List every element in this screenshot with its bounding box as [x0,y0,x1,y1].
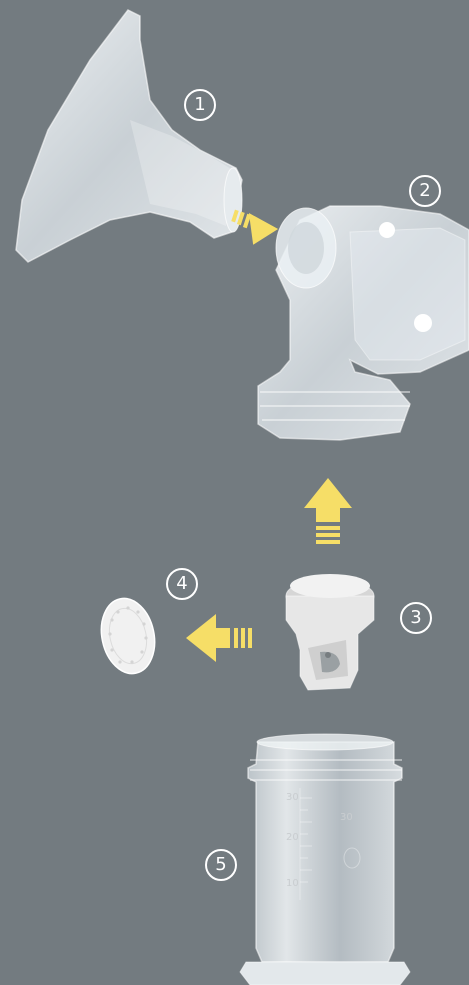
part-number-badge: 1 [184,89,216,121]
bottle-tick-label: 30 [286,792,299,803]
connector [258,206,469,440]
part-number-badge: 3 [400,602,432,634]
bottle-tick-label: 30 [340,812,353,823]
part-number-badge: 4 [166,568,198,600]
bottle-tick-label: 10 [286,878,299,889]
breast-shield [16,10,242,262]
bottle-tick-label: 20 [286,832,299,843]
part-number-badge: 5 [205,849,237,881]
bottle: 30 30 20 10 [240,734,410,985]
part-number-badge: 2 [409,175,441,207]
valve [286,574,374,690]
membrane [95,593,162,678]
arrow-up [304,478,352,544]
arrow-left [186,614,252,662]
